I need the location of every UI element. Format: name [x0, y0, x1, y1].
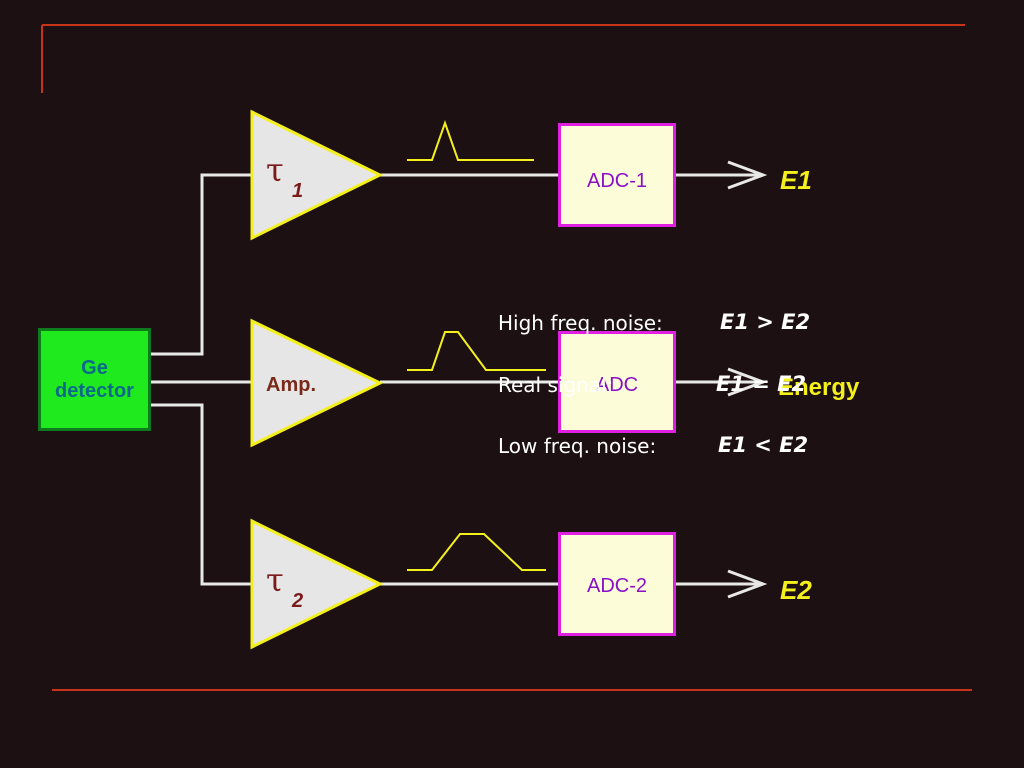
- pulse-narrow-icon: [407, 119, 534, 161]
- wire-to-tau2: [151, 403, 252, 586]
- note-real-signal-label: Real signal:: [498, 373, 614, 397]
- output-e2: E2: [780, 575, 812, 605]
- tau1-index: 1: [292, 180, 304, 202]
- amp-label: Amp.: [266, 374, 316, 396]
- shaping-amp-tau2-triangle: [250, 518, 384, 650]
- ge-detector-label-line2: detector: [55, 379, 134, 402]
- note-high-freq-label: High freq. noise:: [498, 311, 663, 335]
- arrowhead-bottom: [727, 569, 768, 599]
- note-low-freq-relation: E1 < E2: [718, 433, 809, 457]
- adc-box: ADC: [558, 331, 676, 433]
- arrowhead-middle: [727, 367, 768, 397]
- note-real-signal-relation: E1 = E2: [716, 372, 807, 396]
- note-high-freq-relation: E1 > E2: [720, 310, 811, 334]
- output-e1: E1: [780, 165, 812, 195]
- output-energy: Energy: [778, 374, 860, 401]
- amp-triangle: [250, 318, 384, 448]
- wire-to-tau1: [151, 173, 252, 356]
- arrowhead-top: [727, 160, 768, 190]
- adc-2-label: ADC-2: [586, 575, 647, 597]
- tau1-symbol: τ: [266, 151, 284, 189]
- pulse-medium-icon: [407, 331, 546, 371]
- ge-detector-label-line1: Ge: [81, 356, 108, 379]
- tau2-index: 2: [292, 590, 304, 612]
- ge-detector: Ge detector: [38, 328, 151, 431]
- adc-label: ADC: [595, 374, 639, 396]
- note-low-freq-label: Low freq. noise:: [498, 434, 657, 458]
- shaping-amp-tau1-triangle: [250, 109, 384, 241]
- adc-1-label: ADC-1: [586, 170, 647, 192]
- pulse-wide-icon: [407, 533, 546, 571]
- adc-1-box: ADC-1: [558, 123, 676, 227]
- tau2-symbol: τ: [266, 561, 284, 599]
- adc-2-box: ADC-2: [558, 532, 676, 636]
